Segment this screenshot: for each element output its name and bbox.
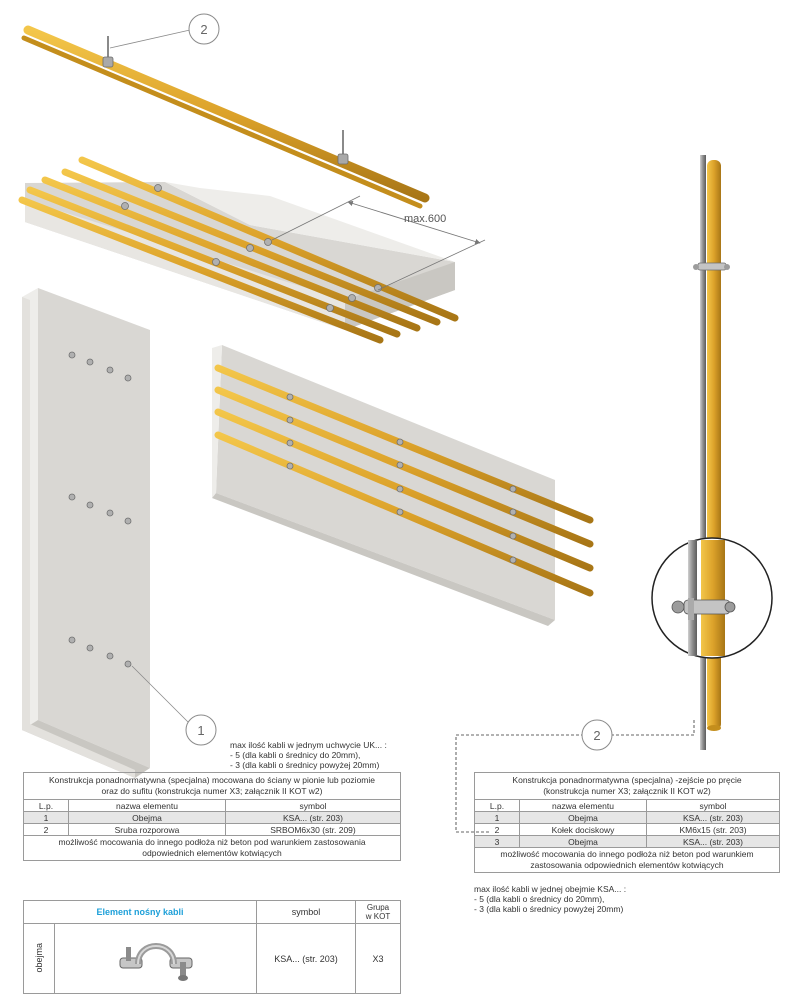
row-label-cell: obejma — [23, 923, 55, 994]
table-row: obejma KSA... (str. 203) X3 — [23, 923, 401, 994]
col-lp: L.p. — [474, 799, 520, 812]
leader-2-dashed — [455, 720, 695, 833]
rod-clamp — [693, 262, 730, 271]
callout-1: 1 — [185, 714, 217, 746]
table-row: 2 Sruba rozporowa SRBOM6x30 (str. 209) — [23, 823, 401, 836]
svg-text:max.600: max.600 — [404, 213, 446, 225]
wall-vertical-clamps — [68, 351, 132, 668]
col-lp: L.p. — [23, 799, 69, 812]
spec-left-header: Konstrukcja ponadnormatywna (specjalna) … — [23, 772, 401, 800]
col-name: nazwa elementu — [519, 799, 647, 812]
cell-group: X3 — [355, 923, 401, 994]
cell-name: Sruba rozporowa — [68, 823, 226, 836]
note-left-line: - 5 (dla kabli o średnicy do 20mm), — [230, 750, 361, 760]
cell-lp: 2 — [23, 823, 69, 836]
cell-name: Obejma — [519, 835, 647, 848]
callout-2-top: 2 — [188, 13, 220, 45]
wall-horizontal-cables — [214, 364, 594, 597]
clamp-icon — [119, 942, 192, 981]
cell-symbol: KSA... (str. 203) — [256, 923, 356, 994]
note-right: max ilość kabli w jednej obejmie KSA... … — [474, 884, 626, 914]
cell-symbol: KSA... (str. 203) — [646, 835, 780, 848]
cell-symbol: KSA... (str. 203) — [646, 811, 780, 824]
spec-table-right: Konstrukcja ponadnormatywna (specjalna) … — [474, 772, 780, 873]
callout-2-right: 2 — [581, 719, 613, 751]
cell-name: Obejma — [68, 811, 226, 824]
note-left-line: - 3 (dla kabli o średnicy powyżej 20mm) — [230, 760, 380, 770]
note-right-line: - 3 (dla kabli o średnicy powyżej 20mm) — [474, 904, 624, 914]
cell-lp: 1 — [23, 811, 69, 824]
spec-right-footer: możliwość mocowania do innego podłoża ni… — [474, 847, 780, 873]
ceiling-clamps — [121, 184, 382, 312]
col-group: Grupa w KOT — [355, 900, 401, 924]
spec-left-footer: możliwość mocowania do innego podłoża ni… — [23, 835, 401, 861]
row-label: obejma — [34, 942, 44, 973]
dimension-max600: max.600 — [271, 195, 486, 291]
svg-text:2: 2 — [593, 728, 600, 743]
col-name: nazwa elementu — [68, 799, 226, 812]
note-right-line: - 5 (dla kabli o średnicy do 20mm), — [474, 894, 605, 904]
element-table-title: Element nośny kabli — [23, 900, 257, 924]
vertical-wall — [22, 288, 150, 778]
hanger-rod — [337, 130, 349, 165]
spec-table-left: Konstrukcja ponadnormatywna (specjalna) … — [23, 772, 401, 861]
col-symbol: symbol — [225, 799, 401, 812]
hanger-rod — [102, 36, 114, 68]
svg-text:1: 1 — [197, 723, 204, 738]
cell-name: Kołek dociskowy — [519, 823, 647, 836]
table-row: 2 Kołek dociskowy KM6x15 (str. 203) — [474, 823, 780, 836]
cell-lp: 1 — [474, 811, 520, 824]
leader-1 — [131, 665, 189, 723]
svg-text:2: 2 — [200, 22, 207, 37]
detail-magnifier — [651, 537, 773, 659]
note-left: max ilość kabli w jednym uchwycie UK... … — [230, 740, 387, 770]
top-cable-bundle — [21, 25, 430, 209]
cell-lp: 3 — [474, 835, 520, 848]
cell-lp: 2 — [474, 823, 520, 836]
cell-name: Obejma — [519, 811, 647, 824]
col-symbol: symbol — [256, 900, 356, 924]
cell-symbol: KM6x15 (str. 203) — [646, 823, 780, 836]
element-table: Element nośny kabli symbol Grupa w KOT o… — [23, 900, 401, 994]
note-left-title: max ilość kabli w jednym uchwycie UK... … — [230, 740, 387, 750]
table-row: 1 Obejma KSA... (str. 203) — [474, 811, 780, 824]
cell-symbol: SRBOM6x30 (str. 209) — [225, 823, 401, 836]
cell-symbol: KSA... (str. 203) — [225, 811, 401, 824]
table-row: 3 Obejma KSA... (str. 203) — [474, 835, 780, 848]
rod-descent — [693, 155, 730, 750]
col-symbol: symbol — [646, 799, 780, 812]
table-row: 1 Obejma KSA... (str. 203) — [23, 811, 401, 824]
spec-right-header: Konstrukcja ponadnormatywna (specjalna) … — [474, 772, 780, 800]
wall-horizontal-clamps — [286, 393, 517, 564]
note-right-title: max ilość kabli w jednej obejmie KSA... … — [474, 884, 627, 894]
clamp-image-cell — [54, 923, 257, 994]
